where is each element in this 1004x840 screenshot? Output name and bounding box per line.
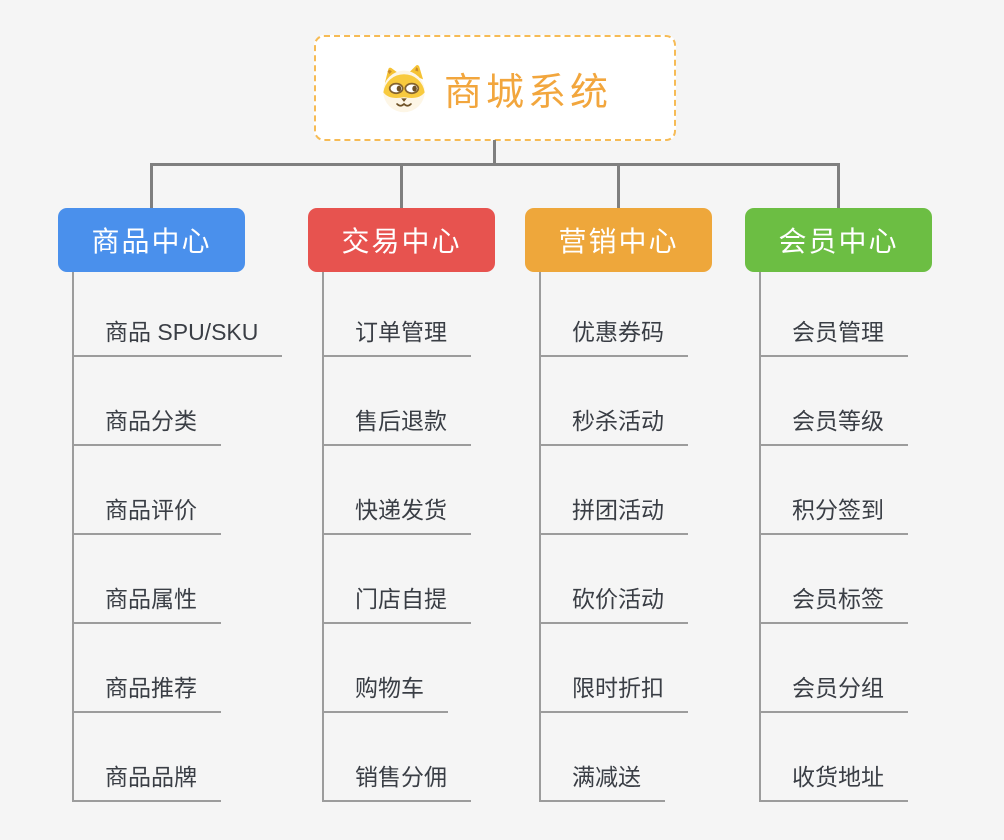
connector-drop (150, 165, 153, 208)
leaf-node[interactable]: 会员分组 (759, 672, 908, 713)
branch-node-marketing[interactable]: 营销中心 (525, 208, 712, 272)
leaf-node[interactable]: 会员标签 (759, 583, 908, 624)
leaf-node[interactable]: 商品 SPU/SKU (72, 316, 283, 357)
branch-label: 营销中心 (558, 226, 679, 257)
leaf-column-products: 商品 SPU/SKU 商品分类 商品评价 商品属性 商品推荐 商品品牌 (72, 272, 322, 807)
leaf-node[interactable]: 砍价活动 (539, 583, 688, 624)
leaf-node[interactable]: 会员管理 (759, 316, 908, 357)
branch-label: 会员中心 (778, 226, 899, 257)
leaf-node[interactable]: 快递发货 (322, 494, 471, 535)
leaf-node[interactable]: 优惠券码 (539, 316, 688, 357)
leaf-node[interactable]: 收货地址 (759, 761, 908, 802)
leaf-column-marketing: 优惠券码 秒杀活动 拼团活动 砍价活动 限时折扣 满减送 (539, 272, 789, 807)
leaf-node[interactable]: 门店自提 (322, 583, 471, 624)
leaf-node[interactable]: 会员等级 (759, 405, 908, 446)
leaf-node[interactable]: 商品评价 (72, 494, 221, 535)
connector-drop (837, 165, 840, 208)
dog-face-icon (383, 64, 425, 113)
leaf-node[interactable]: 商品推荐 (72, 672, 221, 713)
branch-node-members[interactable]: 会员中心 (745, 208, 932, 272)
leaf-node[interactable]: 秒杀活动 (539, 405, 688, 446)
branch-label: 交易中心 (341, 226, 462, 257)
branch-node-trade[interactable]: 交易中心 (308, 208, 495, 272)
branch-label: 商品中心 (91, 226, 212, 257)
root-node[interactable]: 商城系统 (314, 35, 676, 141)
leaf-node[interactable]: 售后退款 (322, 405, 471, 446)
leaf-node[interactable]: 拼团活动 (539, 494, 688, 535)
leaf-node[interactable]: 订单管理 (322, 316, 471, 357)
leaf-node[interactable]: 商品分类 (72, 405, 221, 446)
root-title: 商城系统 (443, 71, 612, 114)
leaf-node[interactable]: 积分签到 (759, 494, 908, 535)
connector-root-stub (493, 140, 496, 164)
leaf-node[interactable]: 限时折扣 (539, 672, 688, 713)
connector-bus (150, 163, 840, 166)
leaf-node[interactable]: 满减送 (539, 761, 665, 802)
branch-node-products[interactable]: 商品中心 (58, 208, 245, 272)
leaf-node[interactable]: 销售分佣 (322, 761, 471, 802)
leaf-node[interactable]: 购物车 (322, 672, 448, 713)
leaf-column-members: 会员管理 会员等级 积分签到 会员标签 会员分组 收货地址 (759, 272, 1004, 807)
connector-drop (617, 165, 620, 208)
leaf-node[interactable]: 商品品牌 (72, 761, 221, 802)
leaf-column-trade: 订单管理 售后退款 快递发货 门店自提 购物车 销售分佣 (322, 272, 572, 807)
connector-drop (400, 165, 403, 208)
leaf-node[interactable]: 商品属性 (72, 583, 221, 624)
